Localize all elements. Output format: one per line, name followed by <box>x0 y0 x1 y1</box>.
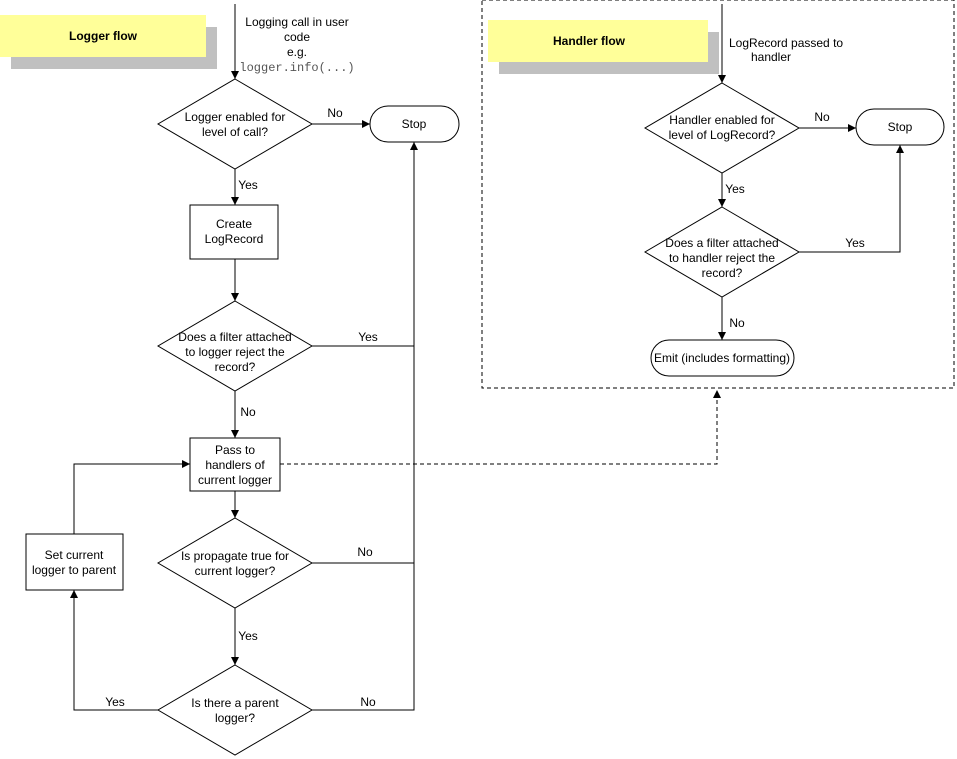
logger-enabled-decision <box>157 78 313 170</box>
label-enabled-no: No <box>327 106 343 120</box>
propagate-text-2: current logger? <box>195 564 276 578</box>
label-parent-yes: Yes <box>105 695 125 709</box>
edge-parent-no-to-stop <box>312 142 418 711</box>
logger-filter-text-3: record? <box>215 360 256 374</box>
create-logrecord-box <box>189 204 279 260</box>
edge-handler-filter-yes-to-stop <box>799 145 904 253</box>
logger-filter-text-2: to logger reject the <box>185 345 285 359</box>
parent-text-1: Is there a parent <box>191 696 279 710</box>
label-filter-yes: Yes <box>358 330 378 344</box>
logger-entry-line-2: code <box>284 30 310 44</box>
parent-text-2: logger? <box>215 711 255 725</box>
create-logrecord-text-1: Create <box>216 217 252 231</box>
label-handler-enabled-yes: Yes <box>725 182 745 196</box>
handler-entry-line-2: handler <box>751 50 791 64</box>
pass-to-handlers-text-2: handlers of <box>205 458 265 472</box>
edge-set-parent-to-pass <box>73 460 190 534</box>
label-propagate-no: No <box>357 545 373 559</box>
handler-entry-line-1: LogRecord passed to <box>729 36 843 50</box>
logger-enabled-text-2: level of call? <box>202 125 268 139</box>
label-handler-filter-yes: Yes <box>845 236 865 250</box>
handler-filter-text-2: to handler reject the <box>669 251 775 265</box>
set-parent-text-1: Set current <box>45 548 104 562</box>
pass-to-handlers-text-1: Pass to <box>215 443 255 457</box>
set-parent-box <box>25 533 124 591</box>
handler-filter-text-1: Does a filter attached <box>665 236 778 250</box>
handler-enabled-text-2: level of LogRecord? <box>669 128 776 142</box>
logger-flow-title-box: Logger flow <box>0 15 217 69</box>
pass-to-handlers-text-3: current logger <box>198 473 272 487</box>
label-enabled-yes: Yes <box>238 178 258 192</box>
logger-entry-code: logger.info(...) <box>239 61 354 75</box>
handler-flow-title: Handler flow <box>553 34 626 48</box>
parent-decision <box>157 664 313 756</box>
label-filter-no: No <box>240 405 256 419</box>
handler-filter-text-3: record? <box>702 266 743 280</box>
label-handler-enabled-no: No <box>814 110 830 124</box>
set-parent-text-2: logger to parent <box>32 563 117 577</box>
logger-flow-title: Logger flow <box>69 29 138 43</box>
propagate-text-1: Is propagate true for <box>181 549 289 563</box>
handler-enabled-text-1: Handler enabled for <box>669 113 774 127</box>
handler-flow-region <box>481 0 955 389</box>
logger-enabled-text-1: Logger enabled for <box>185 110 286 124</box>
logger-entry-line-3: e.g. <box>287 45 307 59</box>
edge-pass-to-handler-flow <box>280 390 721 465</box>
handler-flow-title-box: Handler flow <box>488 20 719 74</box>
logger-filter-text-1: Does a filter attached <box>178 330 291 344</box>
handler-stop-text: Stop <box>888 120 913 134</box>
label-parent-no: No <box>360 695 376 709</box>
label-propagate-yes: Yes <box>238 629 258 643</box>
edge-parent-yes-to-set-parent <box>70 590 158 711</box>
label-handler-filter-no: No <box>729 316 745 330</box>
logger-stop-text: Stop <box>402 117 427 131</box>
propagate-decision <box>157 517 313 609</box>
logger-entry-line-1: Logging call in user <box>245 15 348 29</box>
emit-text: Emit (includes formatting) <box>654 351 790 365</box>
create-logrecord-text-2: LogRecord <box>205 232 264 246</box>
